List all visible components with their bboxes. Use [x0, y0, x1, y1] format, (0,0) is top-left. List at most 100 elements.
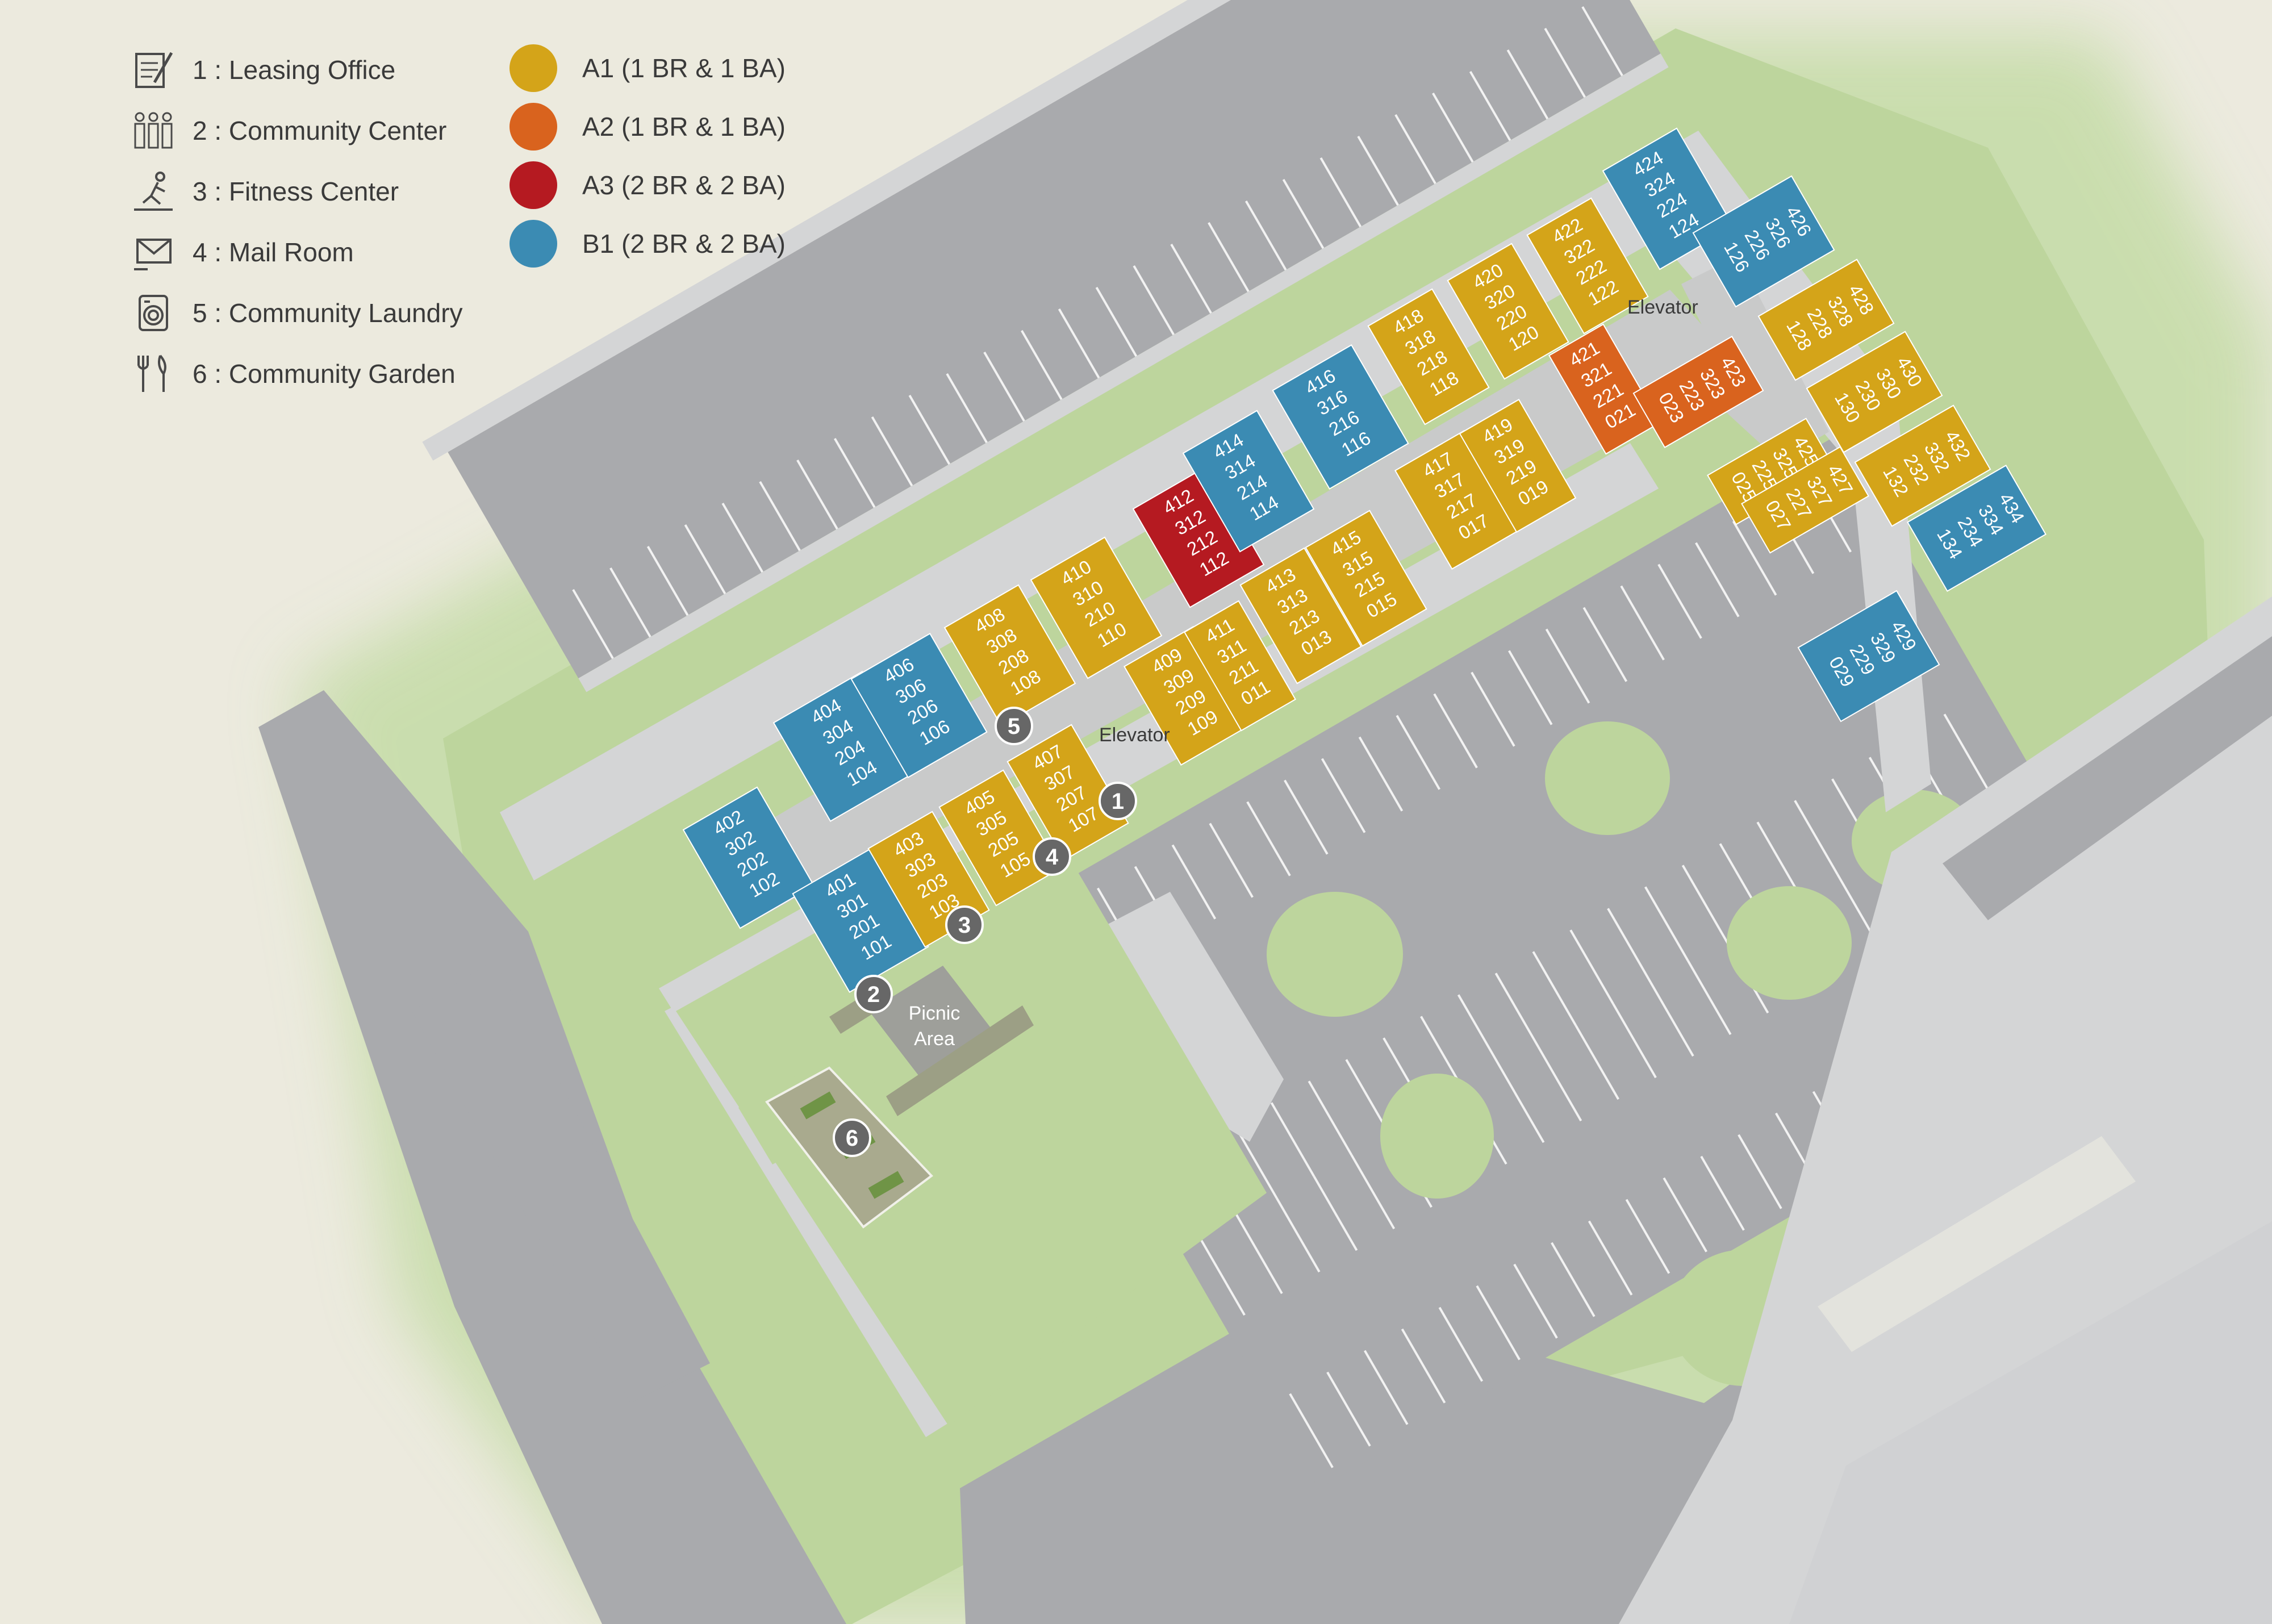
amenity-marker-3[interactable]: 3 [945, 905, 984, 944]
unit-block[interactable] [1741, 446, 1869, 554]
unit-block[interactable] [1548, 323, 1661, 455]
community-center-icon [128, 105, 179, 156]
unit-block[interactable] [1757, 258, 1895, 381]
unit-block[interactable] [1030, 536, 1163, 679]
unit-block[interactable] [1239, 547, 1362, 684]
unit-block[interactable] [1006, 724, 1129, 861]
unit-block[interactable] [1632, 336, 1764, 448]
parking-stall-line [1687, 960, 1732, 1036]
unit-block[interactable] [1526, 197, 1649, 335]
legend-label-community-center: 2 : Community Center [193, 116, 447, 145]
legend-item-leasing-office: 1 : Leasing Office [128, 44, 395, 95]
parking-stall-line [796, 459, 838, 530]
mail-room-icon [128, 227, 179, 278]
parking-stall-line [1582, 607, 1628, 682]
amenity-marker-5[interactable]: 5 [995, 707, 1033, 745]
unit-block[interactable] [1305, 510, 1427, 647]
amenity-marker-2[interactable]: 2 [854, 975, 893, 1013]
marker-number: 3 [958, 913, 971, 938]
legend-item-a3: A3 (2 BR & 2 BA) [509, 160, 786, 211]
a3-swatch [509, 161, 557, 209]
parking-stall-line [1506, 49, 1549, 120]
unit-block[interactable] [1459, 399, 1577, 533]
parking-stall-line [1276, 1197, 1321, 1273]
unit-block[interactable] [682, 786, 815, 929]
parking-stall-line [1943, 713, 1989, 789]
unit-block[interactable] [1854, 404, 1991, 527]
parking-stall-line [1201, 1241, 1246, 1316]
legend-item-community-garden: 6 : Community Garden [128, 348, 456, 399]
marker-circle[interactable] [995, 707, 1033, 745]
parking-stall-line [646, 545, 689, 616]
parking-stall-line [1021, 329, 1063, 400]
legend-item-b1: B1 (2 BR & 2 BA) [509, 218, 786, 269]
parking-stall-line [1620, 585, 1665, 661]
marker-circle[interactable] [1033, 837, 1071, 876]
unit-block[interactable] [1367, 288, 1490, 425]
unit-block[interactable] [943, 584, 1076, 727]
unit-block[interactable] [1272, 344, 1409, 490]
marker-circle[interactable] [945, 905, 984, 944]
laundry-icon [128, 287, 179, 339]
parking-stall-line [1270, 1102, 1315, 1178]
legend-label-leasing-office: 1 : Leasing Office [193, 55, 396, 85]
amenity-marker-6[interactable]: 6 [833, 1118, 871, 1157]
legend-label-community-laundry: 5 : Community Laundry [193, 298, 463, 328]
parking-stall-line [1644, 886, 1689, 962]
a2-swatch [509, 103, 557, 151]
unit-block[interactable] [938, 769, 1061, 907]
unit-block[interactable] [1806, 331, 1943, 453]
unit-block[interactable] [1907, 465, 2047, 592]
amenity-marker-1[interactable]: 1 [1099, 782, 1137, 820]
unit-block[interactable] [1797, 590, 1940, 723]
leasing-office-icon [128, 44, 179, 95]
marker-circle[interactable] [1099, 782, 1137, 820]
amenity-marker-4[interactable]: 4 [1033, 837, 1071, 876]
unit-block[interactable] [1447, 243, 1569, 380]
unit-block[interactable] [1182, 410, 1315, 553]
unit-block[interactable] [1184, 600, 1296, 732]
parking-stall-line [1476, 1285, 1521, 1360]
parking-stall-line [983, 351, 1025, 422]
unit-block[interactable] [1692, 175, 1835, 308]
parking-stall-line [1607, 908, 1652, 983]
parking-stall-line [1544, 27, 1586, 98]
parking-stall-line [1732, 520, 1777, 596]
parking-stall-line [1545, 628, 1590, 704]
unit-block[interactable] [850, 633, 988, 778]
elevator-label-center: Elevator [1099, 724, 1170, 746]
marker-number: 1 [1112, 789, 1124, 814]
marker-circle[interactable] [854, 975, 893, 1013]
legend-label-mail-room: 4 : Mail Room [193, 237, 354, 267]
legend-item-a2: A2 (1 BR & 1 BA) [509, 101, 786, 152]
marker-circle[interactable] [833, 1118, 871, 1157]
